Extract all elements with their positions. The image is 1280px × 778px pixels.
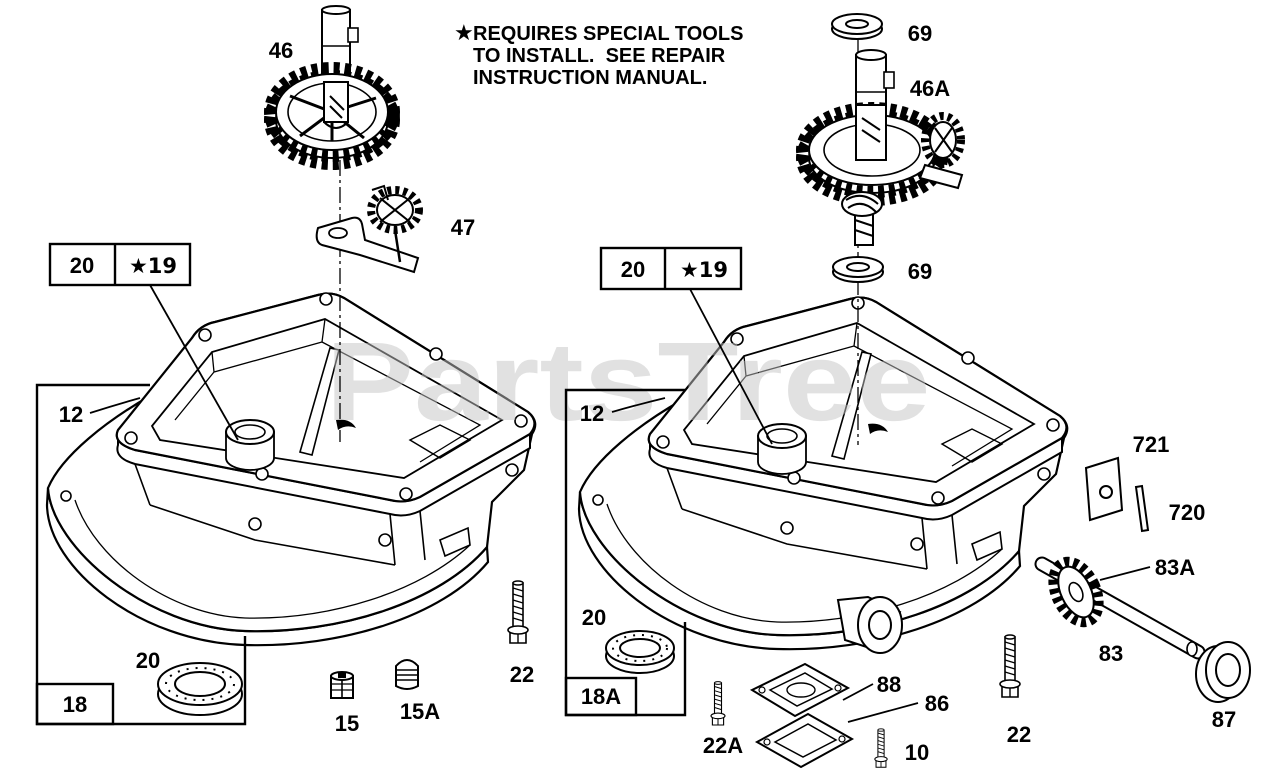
callout-left-box-b: ★19 [129, 254, 177, 278]
camshaft-gear-left [264, 5, 400, 170]
bracket-721 [1084, 456, 1124, 522]
callout-left-box-a: 20 [70, 253, 94, 278]
screw-10 [874, 728, 888, 768]
callout-screw-short: 10 [905, 740, 929, 765]
seal-callout-box-left [48, 242, 192, 287]
callout-screw-left: 22 [510, 662, 534, 687]
camshaft-gear-right [796, 49, 965, 246]
pin-720 [1134, 484, 1150, 533]
note-star: ★ [454, 21, 474, 46]
callout-gasket-left: 12 [59, 402, 83, 427]
callout-screw-small: 22A [703, 733, 743, 758]
callout-governor: 47 [451, 215, 475, 240]
plate-86 [754, 712, 855, 769]
callout-washer-top: 69 [908, 21, 932, 46]
callout-plug-alt: 15A [400, 699, 440, 724]
screw-22-left [507, 580, 529, 644]
kit-label-box-right [564, 676, 638, 717]
watermark: PartsTree [326, 319, 931, 444]
seal-callout-box-right [599, 246, 743, 291]
oil-seal-left [157, 662, 243, 716]
callout-right-box-a: 20 [621, 257, 645, 282]
pto-boss-right [836, 595, 903, 654]
callout-camshaft-right: 46A [910, 76, 950, 101]
washer-top [831, 13, 883, 40]
drain-plug-15a [395, 659, 419, 690]
plate-88 [749, 662, 851, 718]
screw-22-right [999, 634, 1021, 698]
callout-plug: 15 [335, 711, 359, 736]
oil-seal-right [605, 630, 675, 674]
note-line-2: TO INSTALL. SEE REPAIR [473, 45, 726, 67]
callout-pin: 720 [1169, 500, 1206, 525]
callout-bracket: 721 [1133, 432, 1170, 457]
note-line-1: REQUIRES SPECIAL TOOLS [473, 23, 743, 45]
screw-22a [710, 681, 726, 726]
callout-washer-bottom: 69 [908, 259, 932, 284]
callout-shaft-seal: 87 [1212, 707, 1236, 732]
note-line-3: INSTRUCTION MANUAL. [473, 67, 707, 89]
callout-seal-right: 20 [582, 605, 606, 630]
callout-seal-left: 20 [136, 648, 160, 673]
callout-gasket-right: 12 [580, 401, 604, 426]
kit-label-box-left [35, 682, 115, 726]
leader-lines [89, 284, 1151, 723]
callout-gear: 83A [1155, 555, 1195, 580]
callout-shaft: 83 [1099, 641, 1123, 666]
callout-kit-left: 18 [63, 692, 87, 717]
callout-plate-upper: 88 [877, 672, 901, 697]
drain-plug-15 [330, 671, 354, 699]
washer-bottom [832, 256, 884, 283]
shaft-seal-87 [1195, 641, 1251, 703]
callout-right-box-b: ★19 [680, 258, 728, 282]
callout-kit-right: 18A [581, 684, 621, 709]
callout-screw-right: 22 [1007, 722, 1031, 747]
governor-assembly [315, 184, 423, 274]
callout-plate-lower: 86 [925, 691, 949, 716]
callout-camshaft-left: 46 [269, 38, 293, 63]
pto-shaft [1034, 556, 1206, 660]
